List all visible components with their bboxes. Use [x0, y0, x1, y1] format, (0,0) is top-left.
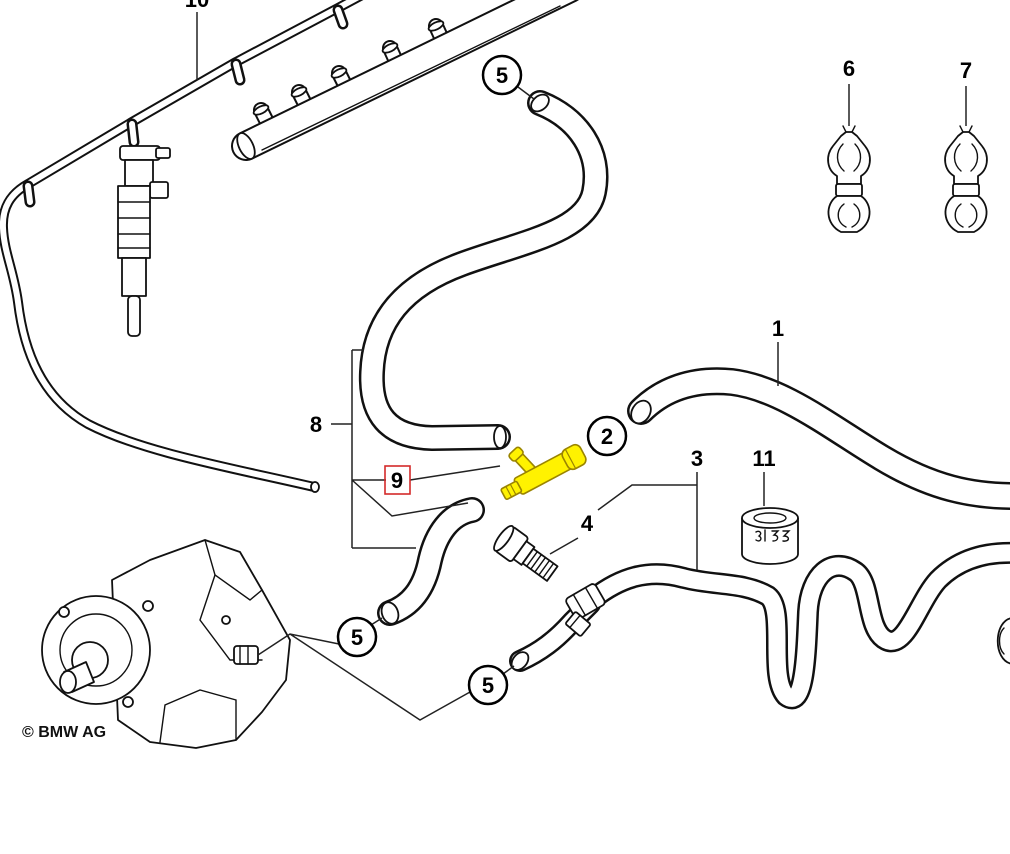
callout-1: 1 — [772, 316, 784, 341]
high-pressure-pump — [41, 539, 291, 749]
leak-off-line — [0, 0, 364, 493]
callout-5a: 5 — [496, 63, 508, 88]
callout-3: 3 — [691, 446, 703, 471]
clip-part-6 — [827, 125, 871, 233]
copyright-label: © BMW AG — [22, 724, 106, 741]
callout-4: 4 — [581, 511, 594, 536]
callout-2-ring — [586, 415, 628, 457]
callout-5c: 5 — [482, 673, 494, 698]
hose-short — [377, 497, 485, 626]
hose-main — [627, 367, 1010, 510]
callout-5c-ring — [467, 664, 509, 706]
banjo-bolt — [493, 524, 559, 582]
hose-lower-loop — [583, 541, 1010, 710]
callout-8: 8 — [310, 412, 322, 437]
leader-lines — [196, 12, 967, 721]
callout-7: 7 — [960, 58, 972, 83]
callout-6: 6 — [843, 56, 855, 81]
hose-upper — [358, 90, 609, 451]
t-piece-highlighted[interactable] — [487, 421, 588, 505]
clip-part-7 — [944, 125, 988, 233]
callout-10: 10 — [185, 0, 209, 12]
callout-9[interactable]: 9 — [391, 468, 403, 493]
callout-9-box[interactable] — [384, 465, 411, 495]
callout-11: 11 — [752, 446, 775, 471]
fuel-rail — [231, 0, 579, 161]
hose-sleeve — [741, 507, 799, 565]
callout-5b: 5 — [351, 625, 363, 650]
edge-fitting — [996, 617, 1010, 665]
hose-clamp — [565, 611, 591, 637]
hose-connector — [565, 583, 606, 620]
callout-5b-ring — [336, 616, 378, 658]
callout-5a-ring — [481, 54, 523, 96]
callout-2: 2 — [601, 424, 613, 449]
fuel-injector — [117, 145, 171, 337]
